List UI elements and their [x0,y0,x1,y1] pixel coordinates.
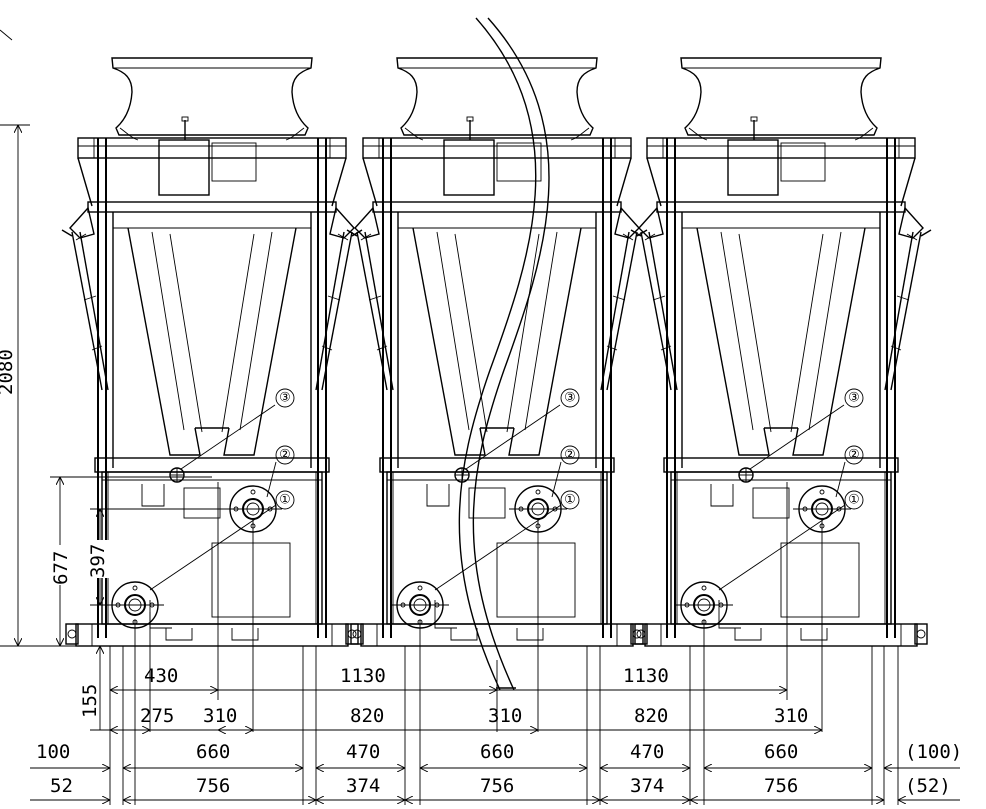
dim-height-155: 155 [79,684,101,718]
dim-height-397: 397 [87,544,109,578]
dim-row4-d: 374 [630,775,664,797]
dim-row-4: 52 756 374 756 374 756 (52) [30,775,960,800]
dim-row3-e: 660 [764,741,798,763]
dim-row2-e: 820 [634,705,668,727]
vertical-dimensions: 2080 677 397 155 [0,29,240,731]
dim-row2-f: 310 [774,705,808,727]
callout-3-right: ③ [848,391,860,406]
callout-1-center: ① [564,493,576,508]
callout-3-center: ③ [564,391,576,406]
dim-row4-right: (52) [905,775,951,797]
unit-right [630,57,932,647]
dim-row3-a: 660 [196,741,230,763]
dim-row3-right: (100) [905,741,962,763]
dim-row4-left: 52 [50,775,73,797]
extension-lines [109,482,899,805]
callout-2-right: ② [848,448,860,463]
dim-row2-d: 310 [488,705,522,727]
dim-row1-c: 1130 [623,665,669,687]
callout-2-center: ② [564,448,576,463]
dim-row4-b: 374 [346,775,380,797]
callout-2-left: ② [279,448,291,463]
dim-row2-b: 310 [203,705,237,727]
dim-row1-a: 430 [144,665,178,687]
dim-row1-b: 1130 [340,665,386,687]
dim-row2-c: 820 [350,705,384,727]
callout-1-right: ① [848,493,860,508]
dim-row4-e: 756 [764,775,798,797]
dim-row4-c: 756 [480,775,514,797]
dim-row2-a: 275 [140,705,174,727]
dim-row-3: 100 660 470 660 470 660 (100) [30,741,962,768]
dim-overall-height: 2080 [0,349,17,395]
hose-inner [472,17,550,691]
dim-row3-b: 470 [346,741,380,763]
hose [458,17,537,691]
dim-row3-d: 470 [630,741,664,763]
dim-row3-left: 100 [36,741,70,763]
callout-3-left: ③ [279,391,291,406]
dim-height-677: 677 [50,551,72,585]
dim-row-1: 430 1130 1130 [110,665,787,690]
dim-row4-a: 756 [196,775,230,797]
dim-row3-c: 660 [480,741,514,763]
callout-1-left: ① [279,493,291,508]
callout-labels: ③ ② ① ③ ② ① ③ ② ① [279,391,860,508]
dim-row-2: 275 310 820 310 820 310 [110,705,822,730]
